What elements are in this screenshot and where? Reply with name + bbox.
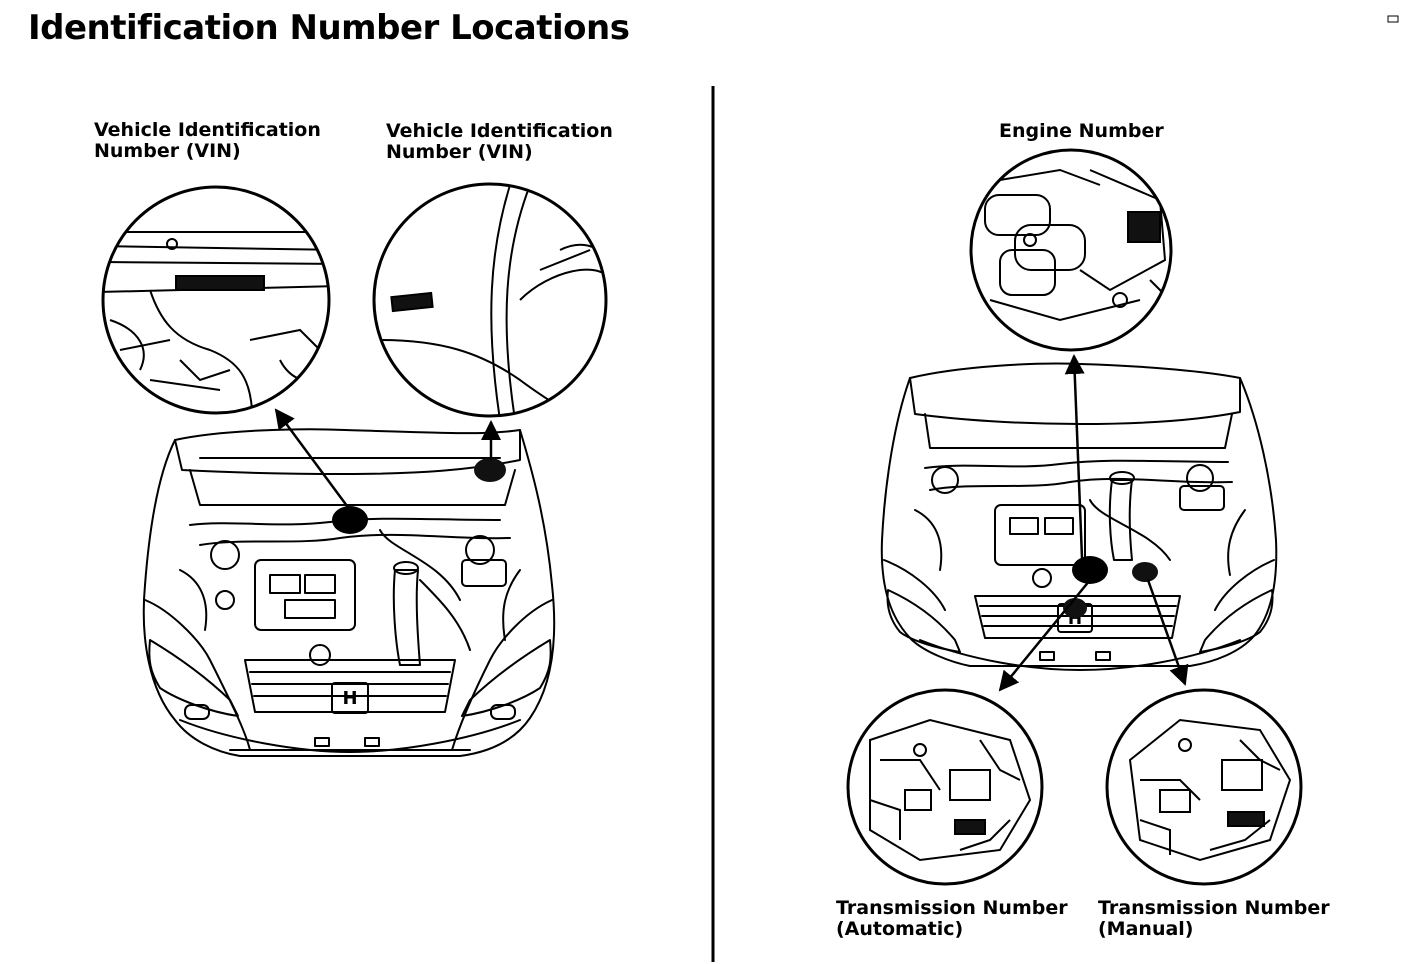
- vin-pillar-label-line1: Vehicle Identification: [386, 120, 613, 142]
- right-car-illustration: H: [880, 362, 1278, 671]
- vin-windshield-arrow: [274, 408, 352, 511]
- svg-text:H: H: [342, 688, 357, 709]
- engine-number-spot: [1072, 556, 1108, 584]
- transmission-auto-label-line1: Transmission Number: [836, 897, 1068, 919]
- vin-windshield-label-line1: Vehicle Identification: [94, 119, 321, 141]
- engine-number-detail-circle: [969, 148, 1173, 352]
- vin-windshield-spot: [332, 506, 368, 534]
- transmission-manual-spot: [1132, 562, 1158, 582]
- transmission-auto-arrow: [998, 579, 1091, 692]
- vin-windshield-label: Vehicle Identification Number (VIN): [94, 120, 321, 162]
- page-title: Identification Number Locations: [28, 8, 630, 48]
- engine-number-label-line1: Engine Number: [999, 120, 1164, 142]
- vin-dashboard-detail-circle: [101, 185, 331, 415]
- transmission-auto-detail-circle: [846, 688, 1044, 886]
- transmission-auto-spot: [1063, 598, 1087, 618]
- transmission-manual-arrow: [1146, 579, 1189, 686]
- transmission-manual-label: Transmission Number (Manual): [1098, 898, 1330, 940]
- engine-number-arrow: [1064, 354, 1085, 559]
- vin-pillar-label-line2: Number (VIN): [386, 141, 533, 163]
- vin-pillar-label: Vehicle Identification Number (VIN): [386, 121, 613, 163]
- vin-pillar-spot: [474, 458, 506, 482]
- transmission-auto-label-line2: (Automatic): [836, 918, 964, 940]
- engine-number-label: Engine Number: [999, 121, 1164, 142]
- corner-mark: [1387, 15, 1399, 23]
- transmission-manual-detail-circle: [1105, 688, 1303, 886]
- vin-pillar-detail-circle: [372, 182, 608, 418]
- vin-windshield-label-line2: Number (VIN): [94, 140, 241, 162]
- transmission-manual-label-line2: (Manual): [1098, 918, 1194, 940]
- transmission-manual-label-line1: Transmission Number: [1098, 897, 1330, 919]
- transmission-auto-label: Transmission Number (Automatic): [836, 898, 1068, 940]
- left-car-illustration: H: [142, 428, 556, 757]
